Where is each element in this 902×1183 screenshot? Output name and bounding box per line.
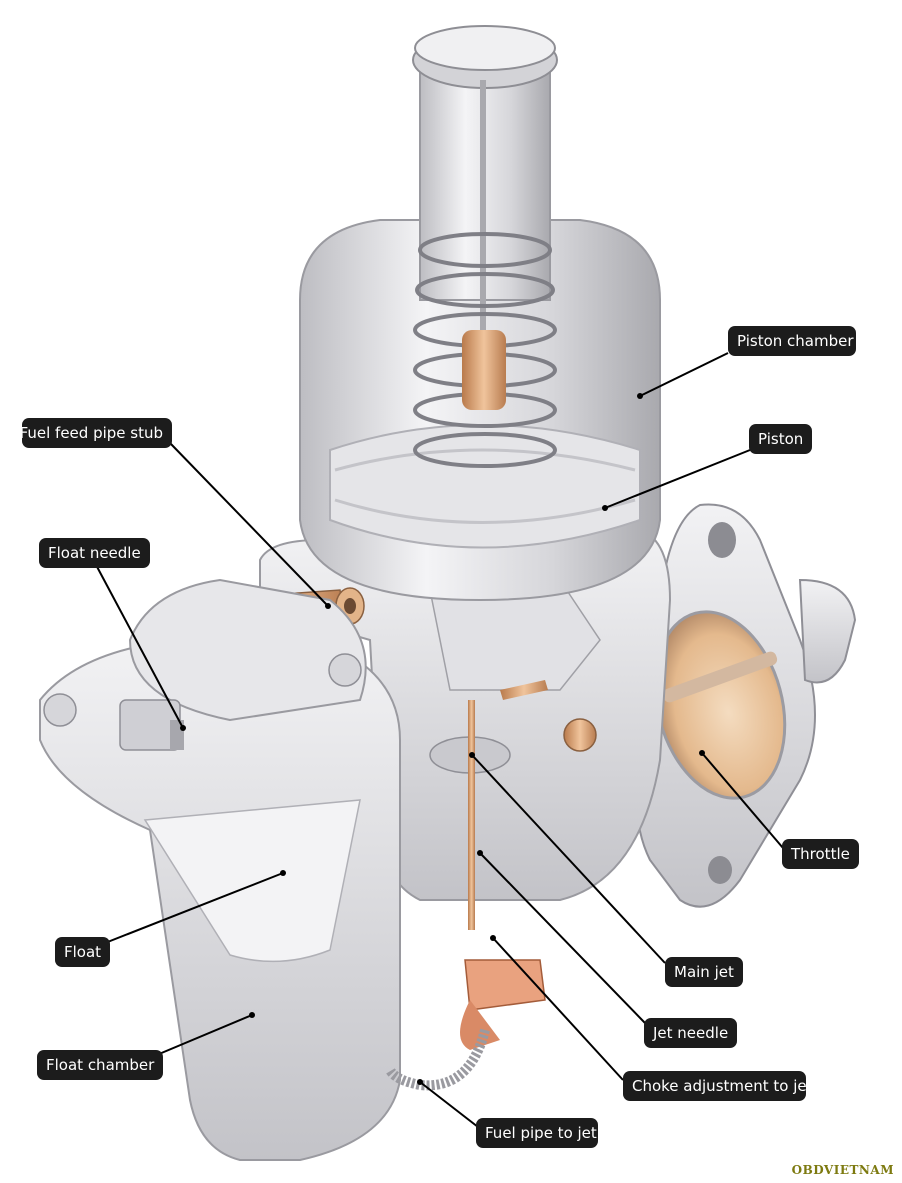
- label-jet-needle: Jet needle: [644, 1018, 738, 1048]
- watermark: OBDVIETNAM: [791, 1163, 894, 1177]
- choke-nut: [460, 959, 546, 1050]
- carburetor-body: [259, 528, 672, 930]
- label-throttle: Throttle: [782, 839, 859, 869]
- label-fuel-feed-pipe-stub: Fuel feed pipe stub: [22, 418, 172, 448]
- label-piston: Piston: [749, 424, 813, 454]
- label-float-chamber: Float chamber: [37, 1050, 164, 1080]
- label-float-needle: Float needle: [39, 538, 150, 568]
- throttle-flange: [635, 503, 857, 908]
- damper-piston: [462, 330, 506, 410]
- label-float: Float: [55, 937, 111, 967]
- leader-dots: [180, 393, 705, 1085]
- label-choke-adjustment: Choke adjustment to jet: [623, 1071, 806, 1101]
- label-piston-chamber: Piston chamber: [728, 326, 856, 356]
- label-main-jet: Main jet: [665, 957, 743, 987]
- label-fuel-pipe-to-jet: Fuel pipe to jet: [476, 1118, 598, 1148]
- float-chamber: [39, 578, 401, 1161]
